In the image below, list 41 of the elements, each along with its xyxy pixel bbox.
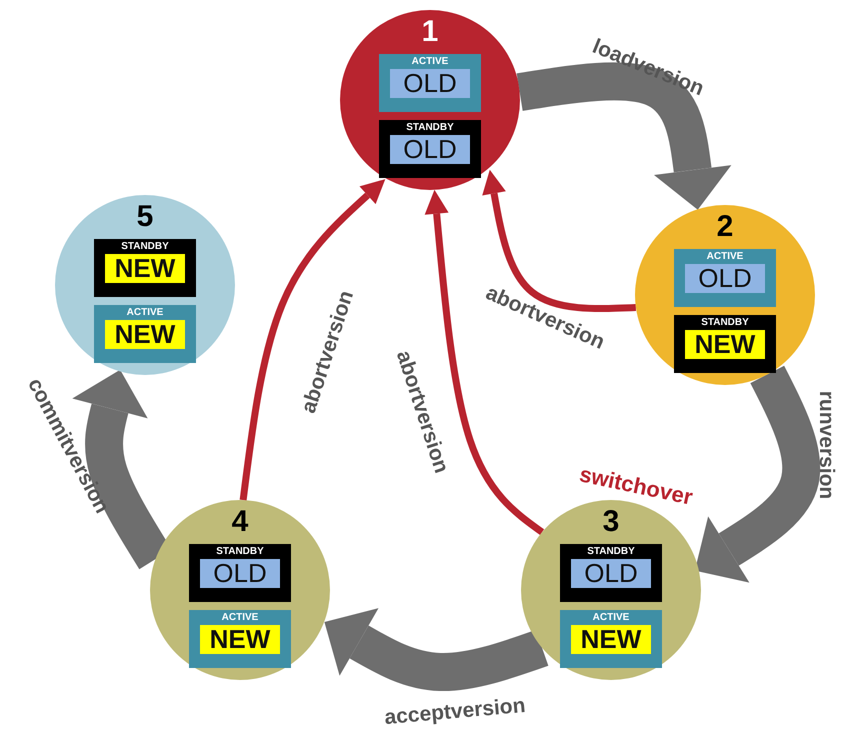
version-box: OLD [390, 135, 470, 164]
status-panel [189, 544, 291, 602]
version-box: OLD [200, 559, 280, 588]
status-panel [560, 544, 662, 602]
abort-arrow [424, 190, 544, 535]
version-box: OLD [685, 264, 765, 293]
status-panel [189, 610, 291, 668]
status-panel [379, 120, 481, 178]
version-box: NEW [105, 254, 185, 283]
status-panel [94, 305, 196, 363]
panel-label: STANDBY [701, 317, 749, 329]
panel-label: STANDBY [121, 241, 169, 253]
panel-label: ACTIVE [706, 251, 744, 263]
panel-label: ACTIVE [412, 56, 448, 68]
status-panel [94, 239, 196, 297]
panel-label: STANDBY [216, 546, 264, 558]
panel-label: ACTIVE [126, 307, 164, 319]
edge-label: runversion [814, 390, 838, 500]
state-number: 4 [232, 505, 248, 538]
status-panel [674, 315, 776, 373]
version-box: NEW [685, 330, 765, 359]
status-panel [560, 610, 662, 668]
abort-arrow [482, 170, 636, 312]
version-box: OLD [571, 559, 651, 588]
panel-label: STANDBY [406, 122, 454, 134]
panel-label: ACTIVE [222, 612, 258, 624]
state-number: 5 [136, 200, 154, 233]
abort-arrow [240, 179, 386, 500]
state-number: 1 [422, 15, 438, 48]
version-box: OLD [390, 69, 470, 98]
transition-arrow [694, 366, 820, 583]
transition-arrow [516, 62, 732, 210]
edge-label: acceptversion [384, 694, 526, 729]
version-box: NEW [105, 320, 185, 349]
panel-label: STANDBY [587, 546, 635, 558]
status-panel [379, 54, 481, 112]
status-panel [674, 249, 776, 307]
version-box: NEW [571, 625, 651, 654]
panel-label: ACTIVE [592, 612, 630, 624]
version-box: NEW [200, 625, 280, 654]
state-number: 2 [716, 210, 734, 243]
